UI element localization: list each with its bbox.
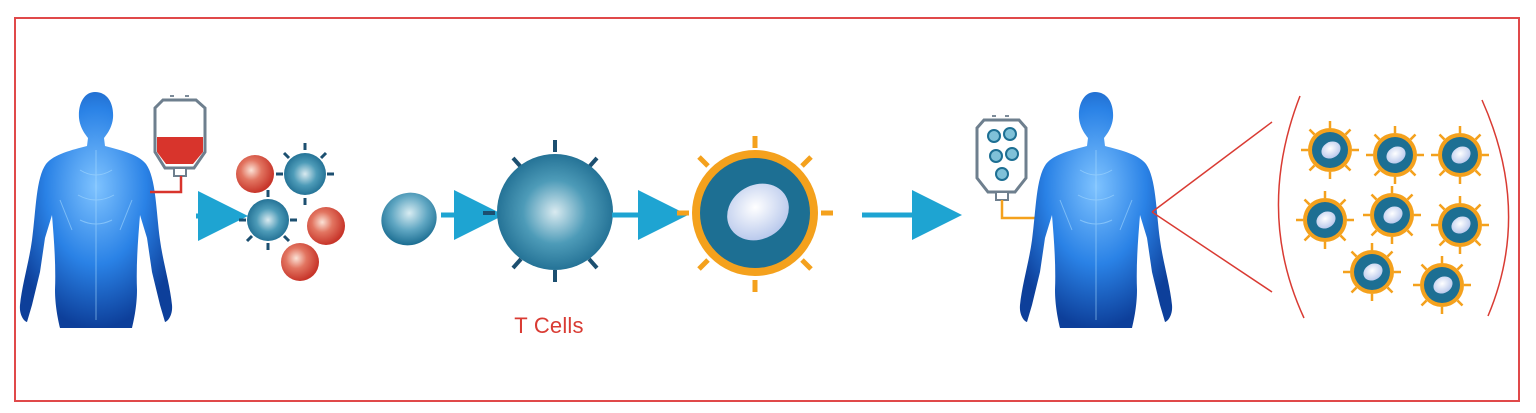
infusion-bag-icon <box>975 115 1042 220</box>
zoom-callout-lines <box>1151 95 1510 319</box>
patient-body-icon <box>19 92 173 328</box>
car-t-cell-small-icon <box>1363 186 1421 244</box>
blood-bag-icon <box>150 95 207 194</box>
car-t-cell-small-icon <box>1431 126 1489 184</box>
treated-patient-icon <box>1019 92 1173 328</box>
expanded-car-t-cells-icon <box>1296 121 1489 314</box>
car-t-cell-icon <box>677 136 833 292</box>
mixed-blood-cells-icon <box>236 143 345 281</box>
isolated-cell-icon <box>381 192 437 246</box>
diagram-border <box>14 17 1520 402</box>
car-t-cell-small-icon <box>1413 256 1471 314</box>
t-cell-icon <box>483 140 613 282</box>
car-t-cell-small-icon <box>1296 191 1354 249</box>
car-t-cell-small-icon <box>1366 126 1424 184</box>
car-t-cell-small-icon <box>1431 196 1489 254</box>
car-t-cell-small-icon <box>1343 243 1401 301</box>
t-cells-label: T Cells <box>514 313 584 338</box>
car-t-cell-small-icon <box>1301 121 1359 179</box>
